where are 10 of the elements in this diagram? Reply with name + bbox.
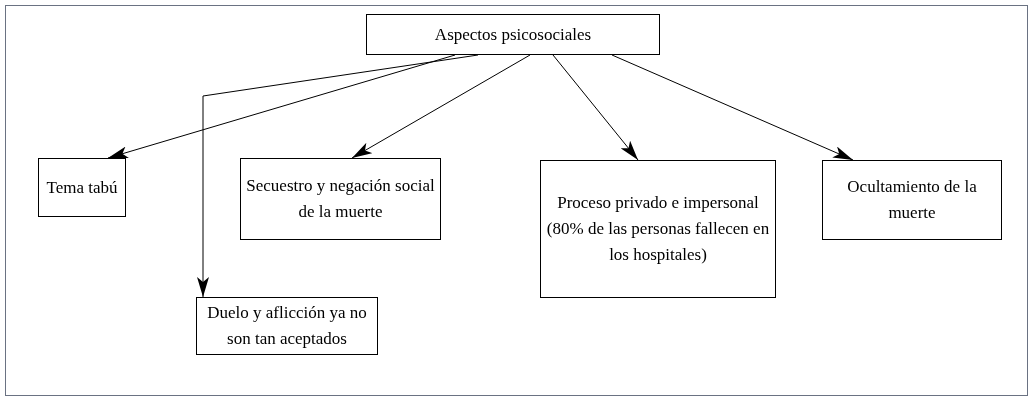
arrow bbox=[552, 54, 639, 161]
text-box: Duelo y aflicción ya no son tan aceptados bbox=[196, 297, 378, 355]
text-box: Ocultamiento de la muerte bbox=[822, 160, 1002, 240]
arrow bbox=[611, 54, 854, 161]
text-box: Proceso privado e impersonal (80% de las personas fallecen en los hospitales) bbox=[540, 160, 776, 298]
arrow bbox=[351, 54, 531, 159]
text-box: Secuestro y negación social de la muerte bbox=[240, 158, 441, 240]
arrow bbox=[107, 54, 456, 159]
text-box: Tema tabú bbox=[38, 158, 126, 217]
text-box: Aspectos psicosociales bbox=[366, 14, 660, 55]
